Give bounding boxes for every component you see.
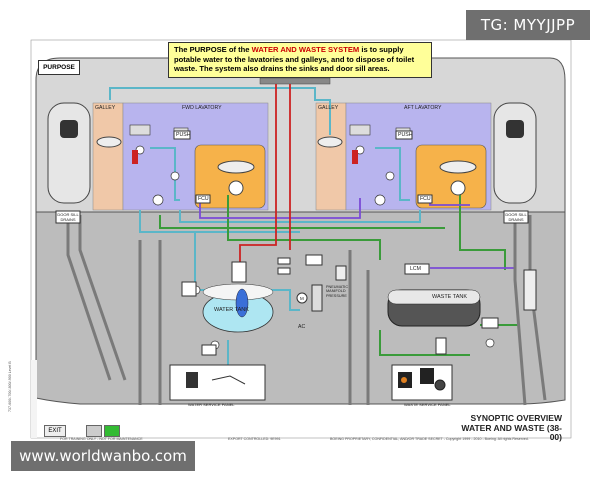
drain-lines xyxy=(66,215,547,406)
compressor-icon xyxy=(311,284,323,312)
nav-play-button[interactable] xyxy=(104,425,120,437)
aft-toilet xyxy=(415,144,487,209)
title-line-2: WATER AND WASTE (38-00) xyxy=(461,422,562,442)
watermark-top-right: TG: MYYJJPP xyxy=(466,10,590,40)
fcu-fwd-box xyxy=(195,194,211,204)
footer-side: 737-600/-700/-800/-900 Level B xyxy=(8,361,12,412)
diagram-title: SYNOPTIC OVERVIEW WATER AND WASTE (38-00… xyxy=(452,413,562,443)
aft-heater-icon xyxy=(352,150,358,164)
aft-toilet-bowl-icon xyxy=(450,180,466,196)
water-tank-label: WATER TANK xyxy=(214,307,249,313)
galley-fwd-zone xyxy=(92,102,124,211)
nav-back-button[interactable] xyxy=(86,425,102,437)
fwd-toilet xyxy=(194,144,266,209)
aft-drain-mast xyxy=(523,269,537,311)
fwd-lav-sink-icon xyxy=(217,160,255,174)
ac-label: AC xyxy=(298,324,306,330)
water-service-valve xyxy=(186,372,198,388)
aft-lavatory-label: AFT LAVATORY xyxy=(404,105,442,111)
water-service-hose xyxy=(211,375,246,385)
component-6 xyxy=(181,281,197,297)
waste-service-panel-label: WASTE SERVICE PANEL xyxy=(404,402,451,407)
lcm-label: LCM xyxy=(410,266,421,272)
fcu-left-label: FCU xyxy=(198,196,209,202)
motor-icon xyxy=(296,292,308,304)
component-1 xyxy=(277,257,291,265)
galley-sink-aft-icon xyxy=(317,136,343,148)
fwd-toilet-bowl-icon xyxy=(228,180,244,196)
fwd-heater-icon xyxy=(132,150,138,164)
component-4 xyxy=(481,317,499,329)
water-quantity-box xyxy=(231,261,247,283)
fwd-door-window xyxy=(60,120,78,138)
purpose-text-part1: The PURPOSE of the xyxy=(174,45,252,54)
water-tank-indicator xyxy=(235,288,249,318)
door-sill-drain-left-label: DOOR SILL DRAINS xyxy=(57,212,79,222)
footer-right: BOEING PROPRIETARY, CONFIDENTIAL, AND/OR… xyxy=(330,437,529,441)
purpose-text-highlight: WATER AND WASTE SYSTEM xyxy=(251,45,360,54)
title-line-1: SYNOPTIC OVERVIEW xyxy=(470,413,562,423)
aft-lav-sink-icon xyxy=(439,160,477,174)
aft-door-window xyxy=(506,120,524,138)
door-sill-drain-right-label: DOOR SILL DRAINS xyxy=(505,212,527,222)
push-fwd-box xyxy=(173,130,191,140)
fcu-right-label: FCU xyxy=(420,196,431,202)
component-5 xyxy=(435,337,447,355)
galley-right-label: GALLEY xyxy=(318,105,339,111)
galley-sink-fwd-icon xyxy=(96,136,122,148)
waste-service-valve xyxy=(420,368,434,384)
motor-label: M xyxy=(300,296,304,301)
push-aft-box xyxy=(395,130,413,140)
aft-door-icon xyxy=(493,102,537,204)
waste-tank-label: WASTE TANK xyxy=(432,294,468,300)
push-left-label: PUSH xyxy=(176,132,191,138)
waste-tank-top xyxy=(387,289,481,305)
waste-lines xyxy=(159,195,520,356)
door-sill-drain-fwd-box xyxy=(55,210,81,224)
fcu-aft-box xyxy=(417,194,433,204)
purpose-description: The PURPOSE of the WATER AND WASTE SYSTE… xyxy=(168,42,432,78)
waste-service-indicator xyxy=(401,377,407,383)
footer-left: FOR TRAINING ONLY - NOT FOR MAINTENANCE xyxy=(60,437,143,441)
pneumatic-box xyxy=(335,265,347,281)
door-sill-drain-aft-box xyxy=(503,210,529,224)
exit-button[interactable]: EXIT xyxy=(44,425,66,437)
waste-service-flush xyxy=(434,379,446,391)
top-manifold xyxy=(259,77,331,85)
component-7 xyxy=(201,344,217,356)
water-service-panel xyxy=(169,364,266,401)
water-service-panel-label: WATER SERVICE PANEL xyxy=(188,402,235,407)
fwd-lavatory-label: FWD LAVATORY xyxy=(182,105,222,111)
push-right-label: PUSH xyxy=(398,132,413,138)
galley-left-label: GALLEY xyxy=(95,105,116,111)
red-lines xyxy=(239,84,291,262)
purpose-text-part2: is to supply potable water to the lavato… xyxy=(174,45,415,74)
purpose-button[interactable]: PURPOSE xyxy=(38,60,80,75)
component-2 xyxy=(277,267,291,275)
side-footer-strip xyxy=(31,360,37,438)
component-3 xyxy=(305,254,323,266)
footer-center: EXPORT CONTROLLED: 9E991 xyxy=(228,437,281,441)
lcm-box xyxy=(404,263,430,275)
pneumatic-label: PNEUMATIC MANIFOLD PRESSURE xyxy=(326,285,349,298)
fwd-door-icon xyxy=(47,102,91,204)
watermark-bottom-left: www.worldwanbo.com xyxy=(11,441,195,471)
